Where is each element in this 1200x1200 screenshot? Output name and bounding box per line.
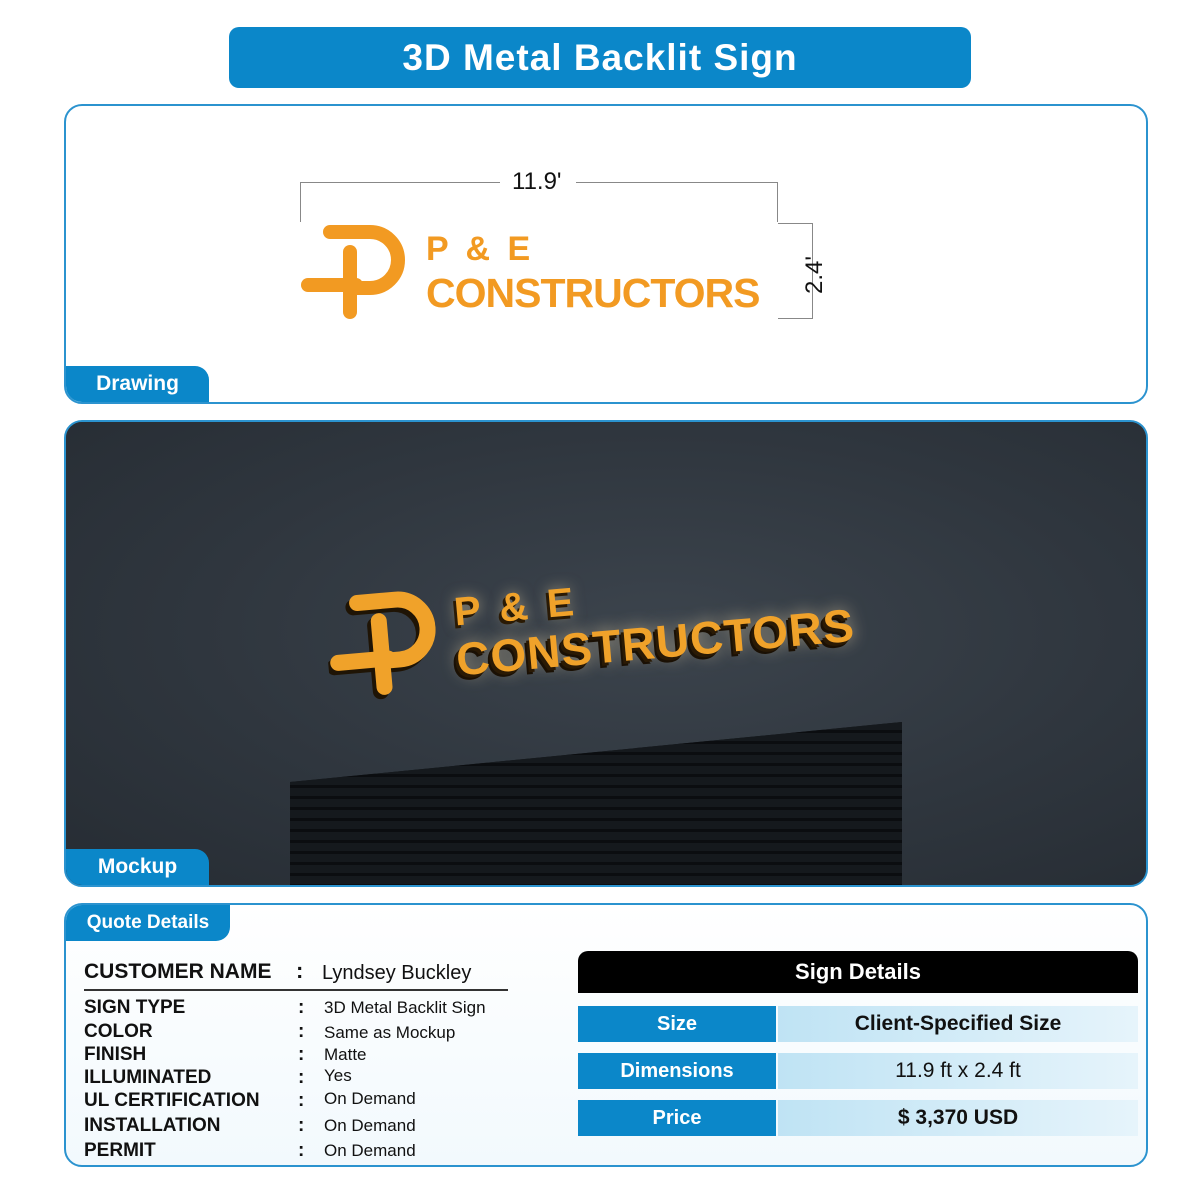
- sign-details-row: Dimensions 11.9 ft x 2.4 ft: [578, 1053, 1138, 1089]
- pe-logo-icon: [301, 225, 405, 319]
- spec-label: FINISH: [84, 1044, 147, 1065]
- customer-name-underline: [84, 989, 508, 991]
- mockup-tab: Mockup: [66, 849, 209, 885]
- spec-value: On Demand: [324, 1116, 416, 1135]
- spec-colon: :: [298, 1067, 305, 1088]
- width-dim-tick-right: [777, 182, 778, 222]
- spec-value: 3D Metal Backlit Sign: [324, 998, 486, 1017]
- spec-label: PERMIT: [84, 1140, 156, 1161]
- customer-name-colon: :: [296, 958, 304, 983]
- drawing-panel: 11.9' 2.4' P & E CONSTRUCTORS Drawing: [64, 104, 1148, 404]
- sign-details-row: Price $ 3,370 USD: [578, 1100, 1138, 1136]
- height-dimension-label: 2.4': [801, 256, 828, 294]
- height-dim-line-top: [778, 223, 813, 224]
- mockup-logo-icon: [326, 591, 436, 700]
- width-dim-line-left: [300, 182, 500, 183]
- spec-label: COLOR: [84, 1021, 153, 1042]
- quote-details-tab: Quote Details: [66, 905, 230, 941]
- spec-colon: :: [298, 1021, 305, 1042]
- sign-details-value: $ 3,370 USD: [778, 1100, 1138, 1136]
- spec-colon: :: [298, 1115, 305, 1136]
- sign-details-row: Size Client-Specified Size: [578, 1006, 1138, 1042]
- sign-details-value: Client-Specified Size: [778, 1006, 1138, 1042]
- spec-label: INSTALLATION: [84, 1115, 221, 1136]
- sign-details-header: Sign Details: [578, 951, 1138, 993]
- page-title: 3D Metal Backlit Sign: [402, 36, 798, 78]
- spec-colon: :: [298, 997, 305, 1018]
- spec-label: ILLUMINATED: [84, 1067, 212, 1088]
- drawing-brand-top: P & E: [426, 230, 535, 268]
- sign-details-key: Dimensions: [578, 1053, 776, 1089]
- spec-value: Yes: [324, 1066, 352, 1085]
- spec-colon: :: [298, 1090, 305, 1111]
- quote-details-panel: Quote Details CUSTOMER NAME : Lyndsey Bu…: [64, 903, 1148, 1167]
- sign-details-key: Size: [578, 1006, 776, 1042]
- spec-value: Matte: [324, 1045, 367, 1064]
- width-dimension-label: 11.9': [512, 168, 562, 195]
- drawing-brand-bottom: CONSTRUCTORS: [426, 270, 760, 316]
- width-dim-line-right: [576, 182, 778, 183]
- spec-colon: :: [298, 1140, 305, 1161]
- width-dim-tick-left: [300, 182, 301, 222]
- sign-details-value: 11.9 ft x 2.4 ft: [778, 1053, 1138, 1089]
- page-title-banner: 3D Metal Backlit Sign: [229, 27, 971, 88]
- height-dim-line-bottom: [778, 318, 813, 319]
- customer-name-value: Lyndsey Buckley: [322, 962, 472, 984]
- spec-value: On Demand: [324, 1141, 416, 1160]
- spec-label: UL CERTIFICATION: [84, 1090, 260, 1111]
- drawing-tab: Drawing: [66, 366, 209, 402]
- sign-details-key: Price: [578, 1100, 776, 1136]
- spec-label: SIGN TYPE: [84, 997, 186, 1018]
- spec-colon: :: [298, 1044, 305, 1065]
- mockup-panel: P & E CONSTRUCTORS Mockup: [64, 420, 1148, 887]
- spec-value: On Demand: [324, 1089, 416, 1108]
- spec-value: Same as Mockup: [324, 1023, 456, 1042]
- height-dim-vertical: [812, 223, 813, 318]
- customer-name-label: CUSTOMER NAME: [84, 960, 272, 983]
